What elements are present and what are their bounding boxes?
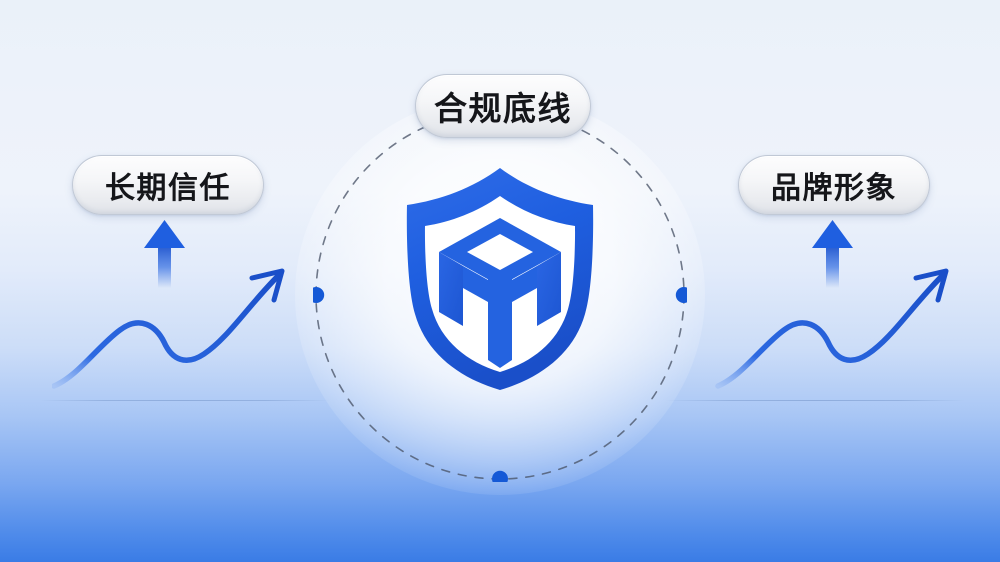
wave-curve-right [715,268,949,389]
orbit-node-left [313,287,325,303]
label-pill-brand-image[interactable]: 品牌形象 [738,155,930,215]
label-pill-long-term-trust[interactable]: 长期信任 [72,155,264,215]
wave-curve-left [52,268,285,389]
orbit-node-right [675,287,687,303]
baseline-left [40,400,330,401]
vertical-arrow-left [144,220,185,288]
growth-curve-left [52,220,285,389]
vertical-arrow-right [812,220,853,288]
baseline-right [665,400,965,401]
compliance-shield-logo [406,168,594,390]
growth-curve-right [715,220,949,389]
label-text-left: 长期信任 [105,172,231,205]
label-text-center: 合规底线 [434,90,572,127]
orbit-node-bottom [492,470,508,482]
label-pill-compliance-baseline[interactable]: 合规底线 [415,74,591,138]
label-text-right: 品牌形象 [771,172,897,205]
